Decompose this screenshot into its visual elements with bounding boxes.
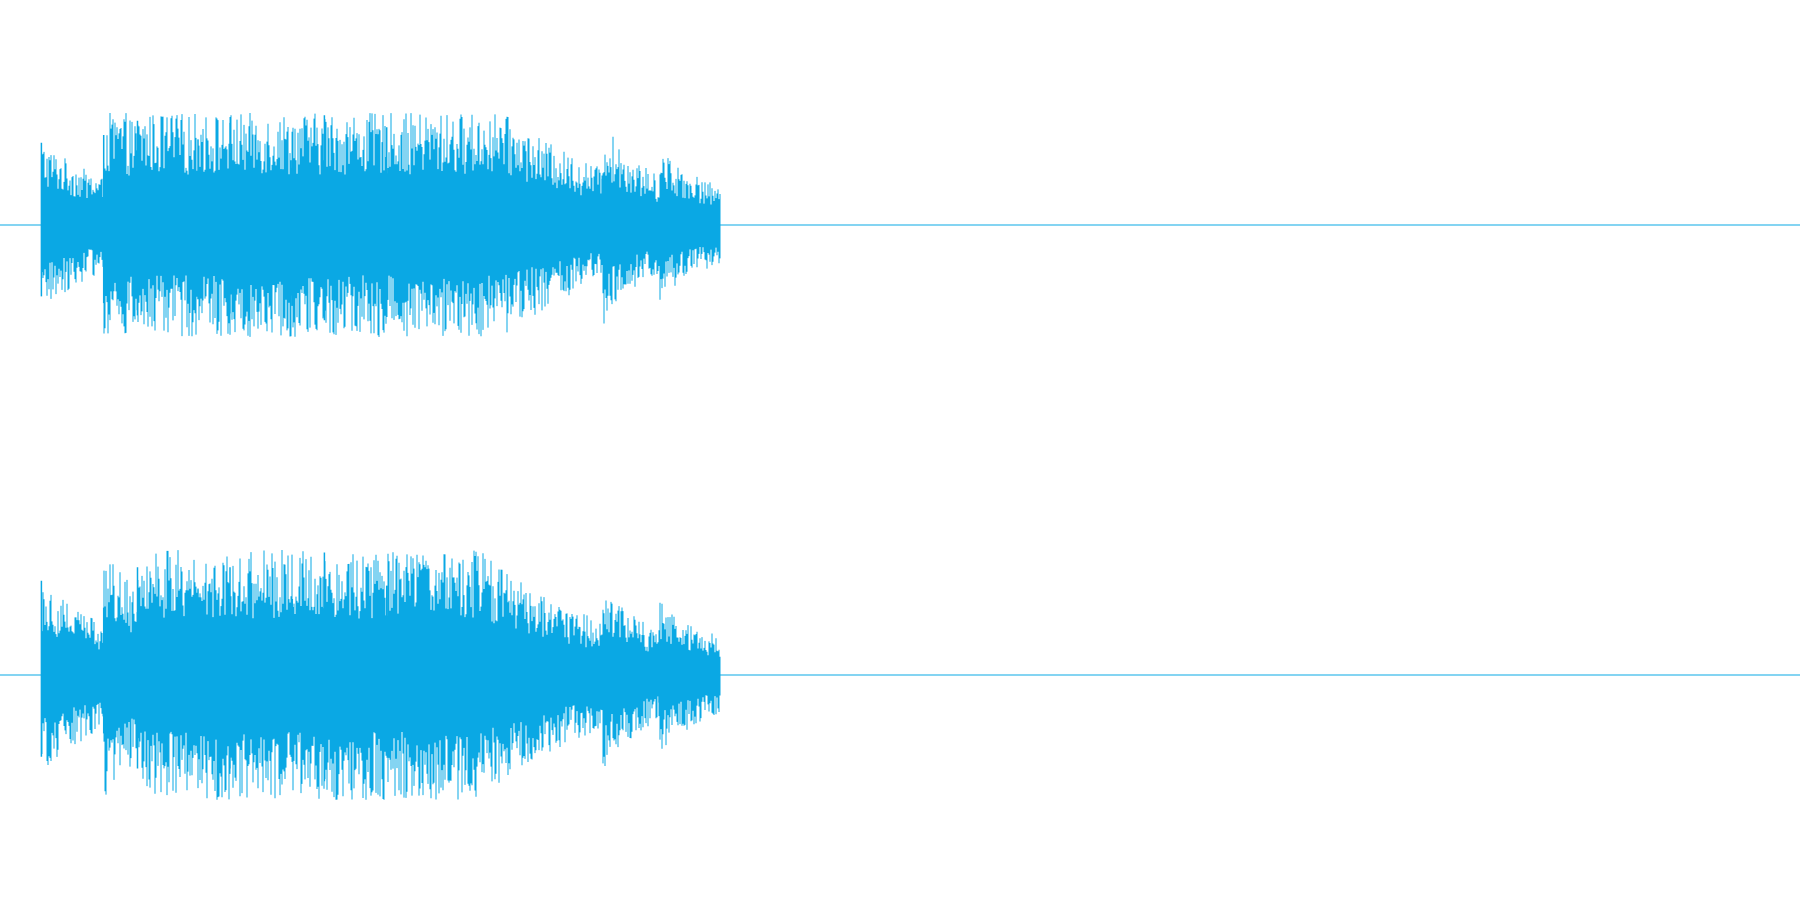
channel-1: [0, 113, 1800, 337]
channels-group: [0, 113, 1800, 800]
channel-2: [0, 550, 1800, 800]
